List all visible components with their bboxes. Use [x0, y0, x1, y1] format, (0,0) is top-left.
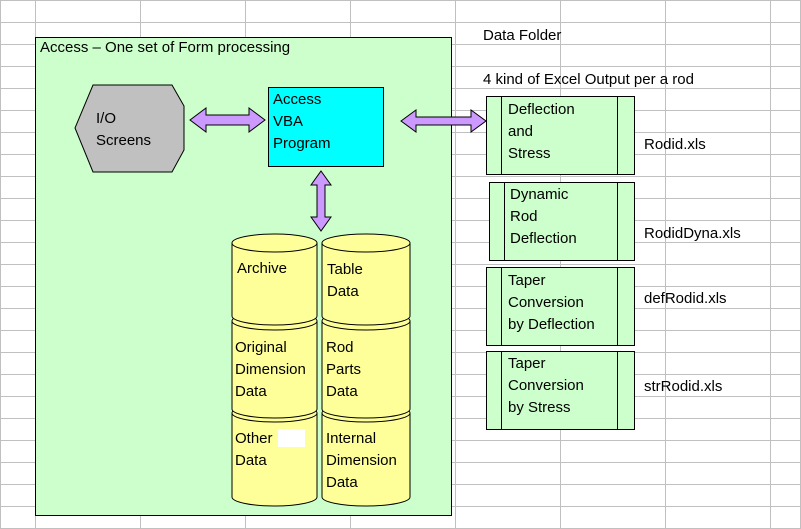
database-cylinder-top-right-2 — [321, 233, 411, 253]
database-cylinder-right-2 — [321, 242, 411, 326]
output-box-4 — [486, 351, 635, 430]
io-screens-label: I/O Screens — [96, 110, 152, 149]
database-cylinder-left-2 — [231, 242, 318, 326]
output-box-3-right-stripe — [617, 268, 618, 345]
db-archive-label: Archive — [237, 260, 288, 277]
output-box-3-left-stripe — [501, 268, 502, 345]
vba-output-arrow — [400, 109, 487, 133]
output-box-1 — [486, 96, 635, 175]
database-cylinder-right-0 — [321, 412, 411, 507]
db-table-label: Table Data — [327, 261, 363, 300]
db-internal-dimension-label: Internal Dimension Data — [326, 430, 397, 491]
output-box-1-left-stripe — [501, 97, 502, 174]
output-label-2: Dynamic Rod Deflection — [510, 186, 577, 247]
output-box-2 — [489, 182, 635, 261]
output-label-4: Taper Conversion by Stress — [508, 355, 584, 416]
output-box-1-right-stripe — [617, 97, 618, 174]
output-box-2-left-stripe — [504, 183, 505, 260]
database-cylinder-right-1 — [321, 320, 411, 419]
vba-program-label: Access VBA Program — [273, 91, 331, 152]
db-original-dimension-label: Original Dimension Data — [235, 339, 306, 400]
output-label-3: Taper Conversion by Deflection — [508, 272, 595, 333]
database-cylinder-top-left-2 — [231, 233, 318, 253]
output-note: 4 kind of Excel Output per a rod — [483, 71, 694, 88]
output-box-3 — [486, 267, 635, 346]
output-file-4: strRodid.xls — [644, 378, 723, 395]
database-cylinder-left-1 — [231, 320, 318, 419]
output-box-2-right-stripe — [617, 183, 618, 260]
access-panel-title: Access – One set of Form processing — [40, 39, 291, 56]
output-file-1: Rodid.xls — [644, 136, 706, 153]
data-folder-label: Data Folder — [483, 27, 562, 44]
db-rod-parts-label: Rod Parts Data — [326, 339, 362, 400]
output-file-2: RodidDyna.xls — [644, 225, 741, 242]
output-file-3: defRodid.xls — [644, 290, 727, 307]
other-data-highlight — [278, 429, 305, 447]
output-label-1: Deflection and Stress — [508, 101, 575, 162]
io-vba-arrow — [189, 107, 266, 133]
output-box-4-right-stripe — [617, 352, 618, 429]
db-other-label: Other Data — [235, 430, 273, 469]
display-hexagon-icon — [74, 84, 185, 173]
output-box-4-left-stripe — [501, 352, 502, 429]
vba-program-box — [268, 87, 384, 167]
vba-database-arrow — [310, 170, 332, 232]
